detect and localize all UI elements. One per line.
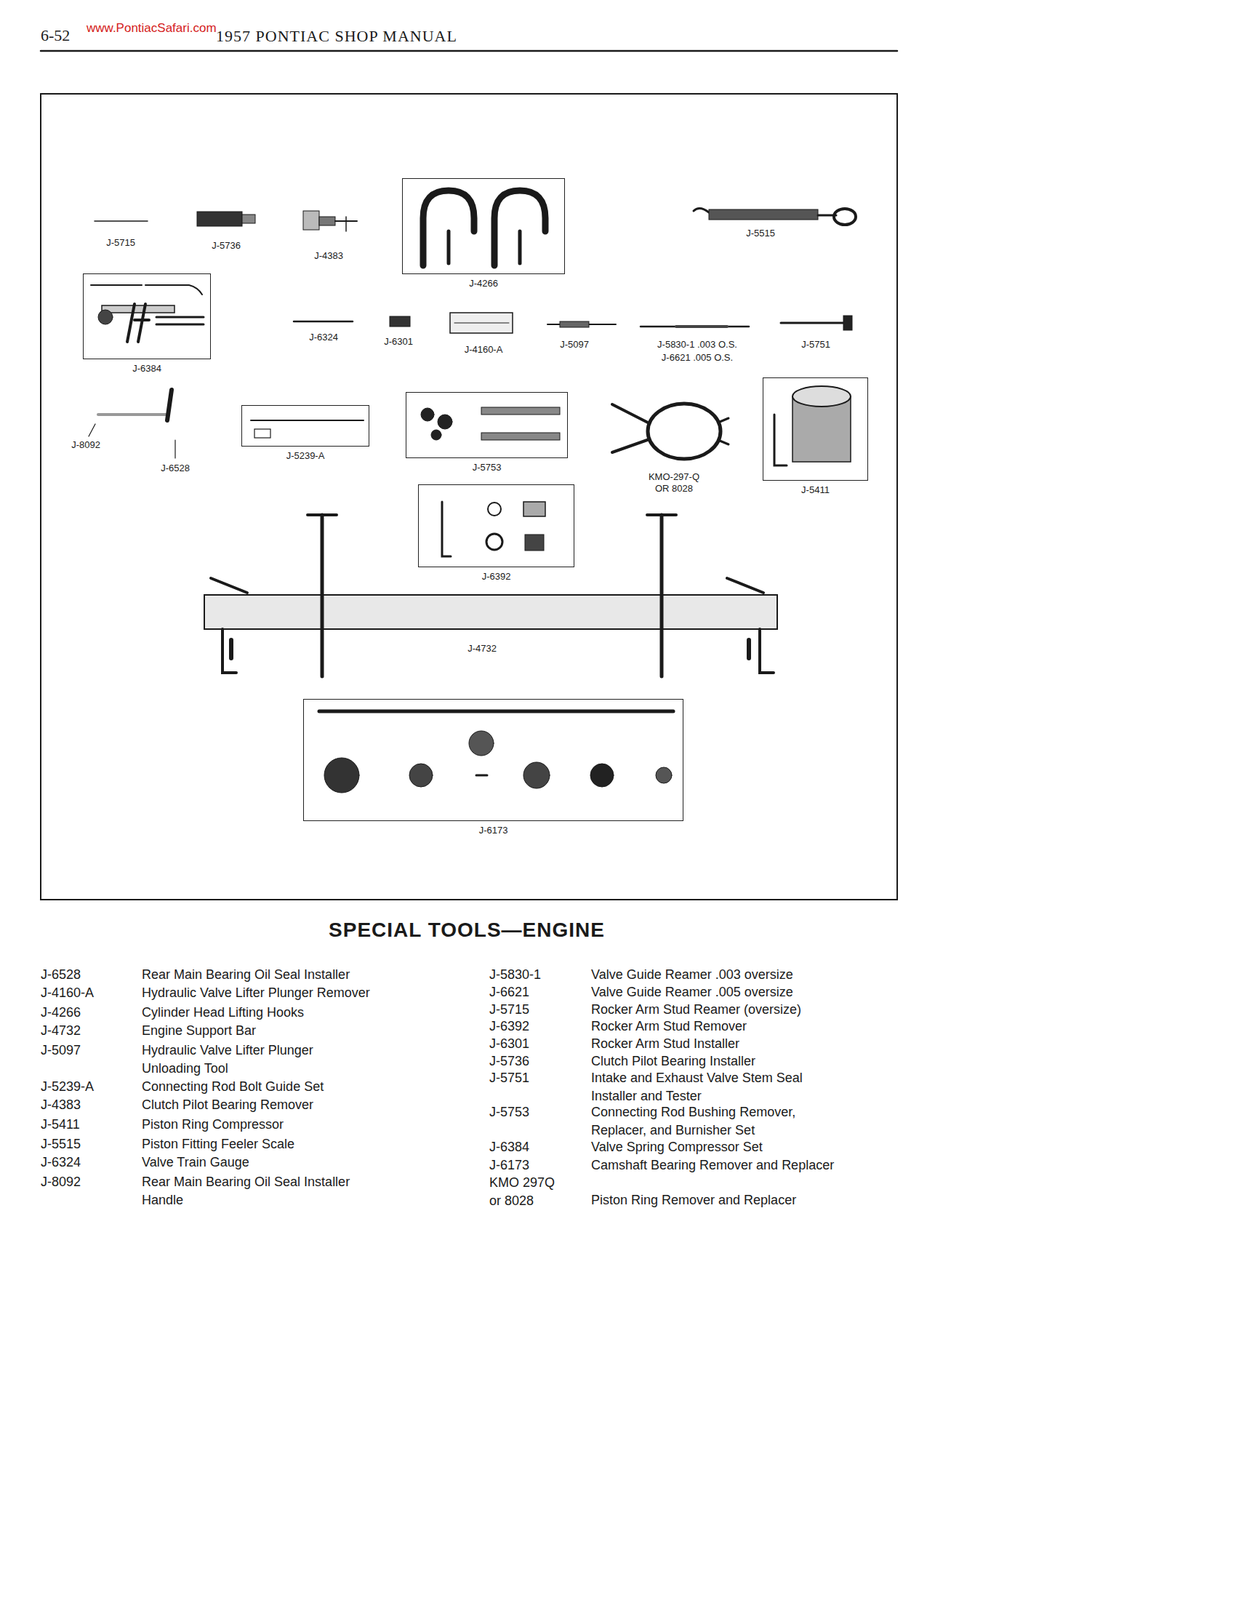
table-code: J-5753	[489, 1102, 563, 1122]
tool-number: J-5751	[801, 338, 831, 351]
table-description: Piston Ring Remover and Replacer	[591, 1190, 897, 1210]
tool-number: J-4732	[467, 642, 497, 655]
tool-number: J-5753	[472, 461, 502, 474]
table-description: Valve Spring Compressor Set	[591, 1137, 897, 1157]
tool-number: J-4266	[468, 277, 499, 290]
tool-number: J-5411	[801, 484, 830, 496]
tool-frame: J-6173	[303, 698, 684, 821]
tool-number: J-5736	[211, 239, 241, 252]
table-description: Rocker Arm Stud Reamer (oversize)	[591, 1000, 897, 1019]
tool-number: J-6392	[482, 570, 512, 583]
tool-frame: J-5753	[405, 391, 568, 459]
table-code: J-6324	[40, 1153, 128, 1172]
tool-number: J-5239-A	[286, 450, 325, 462]
table-description: Connecting Rod Bushing Remover, Replacer…	[591, 1102, 824, 1140]
tool-frame: J-5411	[762, 377, 869, 481]
tool-number: J-5097	[559, 338, 589, 351]
tool-number: J-6384	[132, 362, 162, 375]
page-header: 6-52	[40, 26, 70, 46]
table-description: Piston Ring Compressor	[141, 1115, 426, 1134]
table-code: KMO 297Q or 8028	[489, 1173, 563, 1210]
table-description: Rear Main Bearing Oil Seal Installer	[141, 965, 426, 984]
table-code: J-4160-A	[40, 983, 128, 1002]
table-code: J-6528	[40, 965, 128, 984]
table-description: Valve Guide Reamer .005 oversize	[591, 982, 897, 1002]
table-description: Hydraulic Valve Lifter Plunger Unloading…	[141, 1041, 360, 1078]
table-description: Valve Guide Reamer .003 oversize	[591, 965, 897, 984]
table-description: Rocker Arm Stud Remover	[591, 1017, 897, 1036]
table-code: J-5736	[489, 1052, 563, 1071]
table-code: J-5830-1	[489, 965, 563, 984]
table-description: Valve Train Gauge	[141, 1153, 426, 1172]
tool-number: J-6173	[479, 824, 509, 837]
tool-number: J-8092	[71, 439, 101, 451]
table-code: J-6392	[489, 1017, 563, 1036]
tool-frame: J-4266	[402, 178, 565, 275]
tool-number: J-5830-1 .003 O.S.	[657, 338, 738, 351]
tool-frame: J-5239-A	[241, 404, 370, 447]
page-title: SPECIAL TOOLS—ENGINE	[328, 918, 605, 942]
tool-frame: J-6392	[418, 484, 575, 568]
tool-number: J-6528	[160, 462, 190, 475]
table-code: J-5751	[489, 1068, 563, 1087]
tool-number: J-6324	[309, 331, 339, 344]
table-description: Rear Main Bearing Oil Seal Installer Han…	[141, 1172, 360, 1210]
tool-number: J-4160-A	[464, 343, 504, 356]
tool-number: J-6301	[383, 335, 413, 348]
tool-frame: J-6384	[82, 273, 211, 360]
table-description: Camshaft Bearing Remover and Replacer	[591, 1156, 897, 1175]
table-code: J-4266	[40, 1003, 128, 1022]
table-description: Clutch Pilot Bearing Installer	[591, 1052, 897, 1071]
table-description: Hydraulic Valve Lifter Plunger Remover	[141, 983, 426, 1002]
table-description: Intake and Exhaust Valve Stem Seal Insta…	[591, 1068, 839, 1106]
table-description: Piston Fitting Feeler Scale	[141, 1134, 426, 1154]
table-description: Cylinder Head Lifting Hooks	[141, 1003, 426, 1022]
table-description: Clutch Pilot Bearing Remover	[141, 1095, 426, 1114]
table-description: Rocker Arm Stud Installer	[591, 1034, 897, 1053]
table-code: J-6621	[489, 982, 563, 1002]
table-description: Connecting Rod Bolt Guide Set	[141, 1077, 426, 1096]
tool-number: J-5715	[106, 237, 136, 249]
table-code: J-5715	[489, 1000, 563, 1019]
tool-number: J-5515	[745, 227, 776, 240]
page-header: 1957 PONTIAC SHOP MANUAL	[215, 26, 458, 46]
table-code: J-5239-A	[40, 1077, 128, 1096]
table-code: J-4383	[40, 1095, 128, 1114]
table-description: Engine Support Bar	[141, 1021, 426, 1040]
page-header: www.PontiacSafari.com	[86, 21, 217, 36]
table-code: J-4732	[40, 1021, 128, 1040]
table-code: J-5097	[40, 1041, 128, 1060]
table-code: J-8092	[40, 1172, 128, 1191]
tool-number: KMO-297-Q OR 8028	[644, 471, 704, 494]
table-code: J-6384	[489, 1137, 563, 1157]
tool-number: J-4383	[314, 250, 344, 262]
table-code: J-6173	[489, 1156, 563, 1175]
table-code: J-5411	[40, 1115, 128, 1134]
table-code: J-5515	[40, 1134, 128, 1154]
tool-number: J-6621 .005 O.S.	[661, 351, 733, 364]
table-code: J-6301	[489, 1034, 563, 1053]
